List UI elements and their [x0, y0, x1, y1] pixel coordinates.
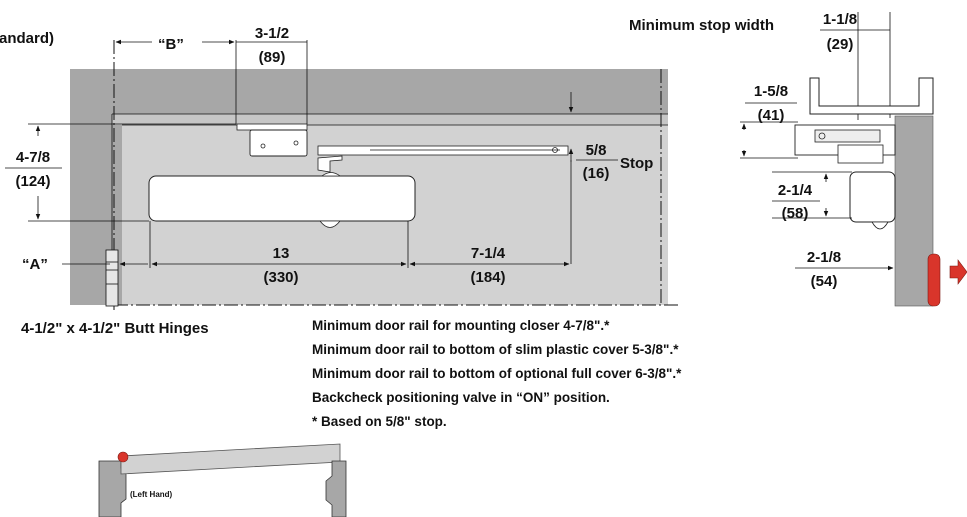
butt-hinges-label: 4-1/2" x 4-1/2" Butt Hinges — [21, 320, 209, 337]
stop-label: 5/8 — [586, 142, 607, 159]
left-hand-label: (Left Hand) — [130, 490, 173, 499]
door-edge-red — [927, 253, 941, 307]
stop-word-label: Stop — [620, 155, 653, 172]
arm-length-label: 7-1/4 — [471, 245, 506, 262]
side-c-mm-label: (54) — [811, 273, 838, 290]
note-4: Backcheck positioning valve in “ON” posi… — [312, 390, 610, 405]
stop-mm-label: (16) — [583, 165, 610, 182]
dimension-lines — [28, 39, 574, 268]
dim-a-label: “A” — [22, 256, 48, 273]
note-5: * Based on 5/8" stop. — [312, 414, 447, 429]
side-a-mm-label: (41) — [758, 107, 785, 124]
arm-shoe — [236, 123, 308, 157]
side-c-label: 2-1/8 — [807, 249, 841, 266]
plan-view-left-hand — [98, 443, 347, 517]
pivot-dot-red — [117, 451, 129, 463]
labels: andard) “B” 3-1/2 (89) 4-7/8 (124) 5/8 (… — [0, 11, 857, 499]
side-b-mm-label: (58) — [782, 205, 809, 222]
frame-stop-strip — [112, 114, 668, 125]
min-stop-width-label: Minimum stop width — [629, 17, 774, 34]
side-frame — [894, 115, 934, 307]
arm-width-label: 3-1/2 — [255, 25, 289, 42]
body-length-label: 13 — [273, 245, 290, 262]
swing-arrow-icon — [949, 259, 967, 285]
body-length-mm-label: (330) — [263, 269, 298, 286]
note-1: Minimum door rail for mounting closer 4-… — [312, 318, 610, 333]
min-stop-value-label: 1-1/8 — [823, 11, 857, 28]
butt-hinge — [105, 249, 119, 307]
note-2: Minimum door rail to bottom of slim plas… — [312, 342, 679, 357]
closer-arm — [317, 145, 569, 173]
standard-label-fragment: andard) — [0, 30, 54, 47]
side-b-label: 2-1/4 — [778, 182, 813, 199]
rail-height-mm-label: (124) — [15, 173, 50, 190]
front-view — [28, 39, 680, 310]
rail-height-label: 4-7/8 — [16, 149, 50, 166]
side-closer-body — [849, 171, 896, 223]
dim-b-label: “B” — [158, 36, 184, 53]
side-view — [740, 12, 967, 307]
min-stop-mm-label: (29) — [827, 36, 854, 53]
note-3: Minimum door rail to bottom of optional … — [312, 366, 682, 381]
side-a-label: 1-5/8 — [754, 83, 788, 100]
arm-length-mm-label: (184) — [470, 269, 505, 286]
closer-body — [148, 172, 416, 228]
arm-width-mm-label: (89) — [259, 49, 286, 66]
